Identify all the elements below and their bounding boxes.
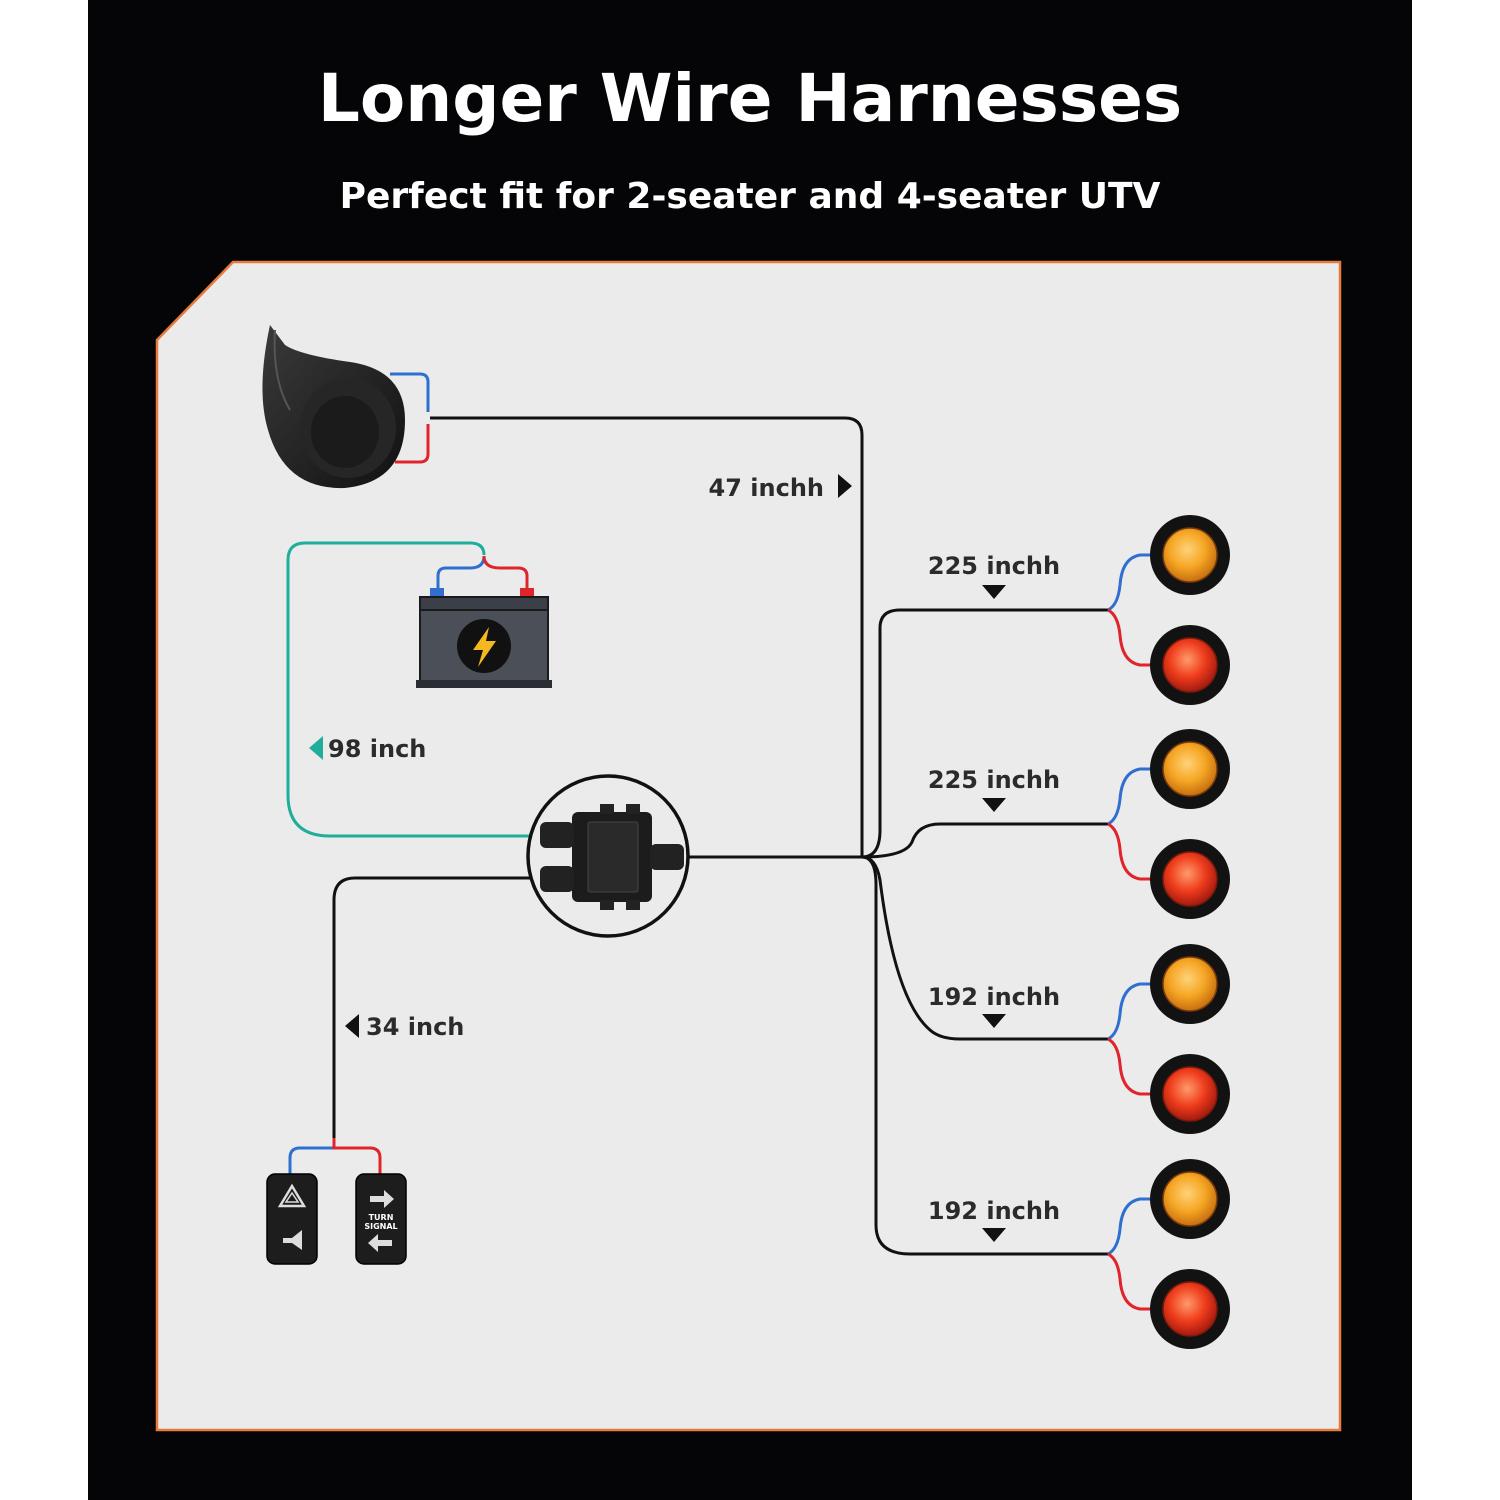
label-battery-wire: 98 inch: [328, 735, 426, 763]
battery-lead-blue: [436, 555, 486, 590]
arrow-down-icon: [982, 1014, 1006, 1028]
light-leads: [1107, 553, 1155, 1311]
arrow-down-icon: [982, 585, 1006, 599]
turn-signal-switch: TURN SIGNAL: [355, 1173, 407, 1265]
light-amber-3: [1150, 944, 1230, 1024]
diagram-panel: [155, 260, 1342, 1432]
switch-turn-text: TURN: [369, 1213, 394, 1222]
switch-signal-text: SIGNAL: [364, 1222, 397, 1231]
turn-arrows-icon: TURN SIGNAL: [364, 1190, 398, 1252]
light-amber-4: [1150, 1159, 1230, 1239]
switch-leads: [288, 1138, 382, 1176]
junction-box-icon: [526, 774, 690, 938]
horn-icon: [262, 325, 405, 489]
arrow-right-icon: [838, 474, 852, 498]
label-switch-wire: 34 inch: [366, 1013, 464, 1041]
page-title: Longer Wire Harnesses: [317, 60, 1183, 137]
light-red-1: [1150, 625, 1230, 705]
battery-icon: [416, 555, 552, 688]
arrow-left-icon: [309, 736, 323, 760]
horn-symbol-icon: [283, 1230, 302, 1250]
label-light-pair-3: 192 inchh: [928, 983, 1060, 1011]
label-horn-wire: 47 inchh: [709, 474, 824, 502]
hazard-horn-switch: [266, 1173, 318, 1265]
light-red-3: [1150, 1054, 1230, 1134]
marker-lights: [1150, 515, 1230, 1349]
hazard-triangle-icon: [277, 1183, 307, 1208]
light-red-2: [1150, 839, 1230, 919]
lightning-bolt-icon: [473, 627, 496, 667]
battery-lead-red: [482, 555, 529, 590]
label-light-pair-4: 192 inchh: [928, 1197, 1060, 1225]
light-amber-2: [1150, 729, 1230, 809]
arrow-down-icon: [982, 798, 1006, 812]
arrow-right-icon: [370, 1190, 394, 1208]
arrow-left-icon: [368, 1234, 392, 1252]
label-light-pair-1: 225 inchh: [928, 552, 1060, 580]
label-light-pair-2: 225 inchh: [928, 766, 1060, 794]
arrow-down-icon: [982, 1228, 1006, 1242]
light-red-4: [1150, 1269, 1230, 1349]
horn-leads: [390, 372, 430, 464]
teal-wire: [286, 541, 540, 838]
arrow-left-icon: [345, 1014, 359, 1038]
page-subtitle: Perfect fit for 2-seater and 4-seater UT…: [339, 176, 1161, 217]
light-amber-1: [1150, 515, 1230, 595]
black-wires: [332, 416, 1108, 1256]
